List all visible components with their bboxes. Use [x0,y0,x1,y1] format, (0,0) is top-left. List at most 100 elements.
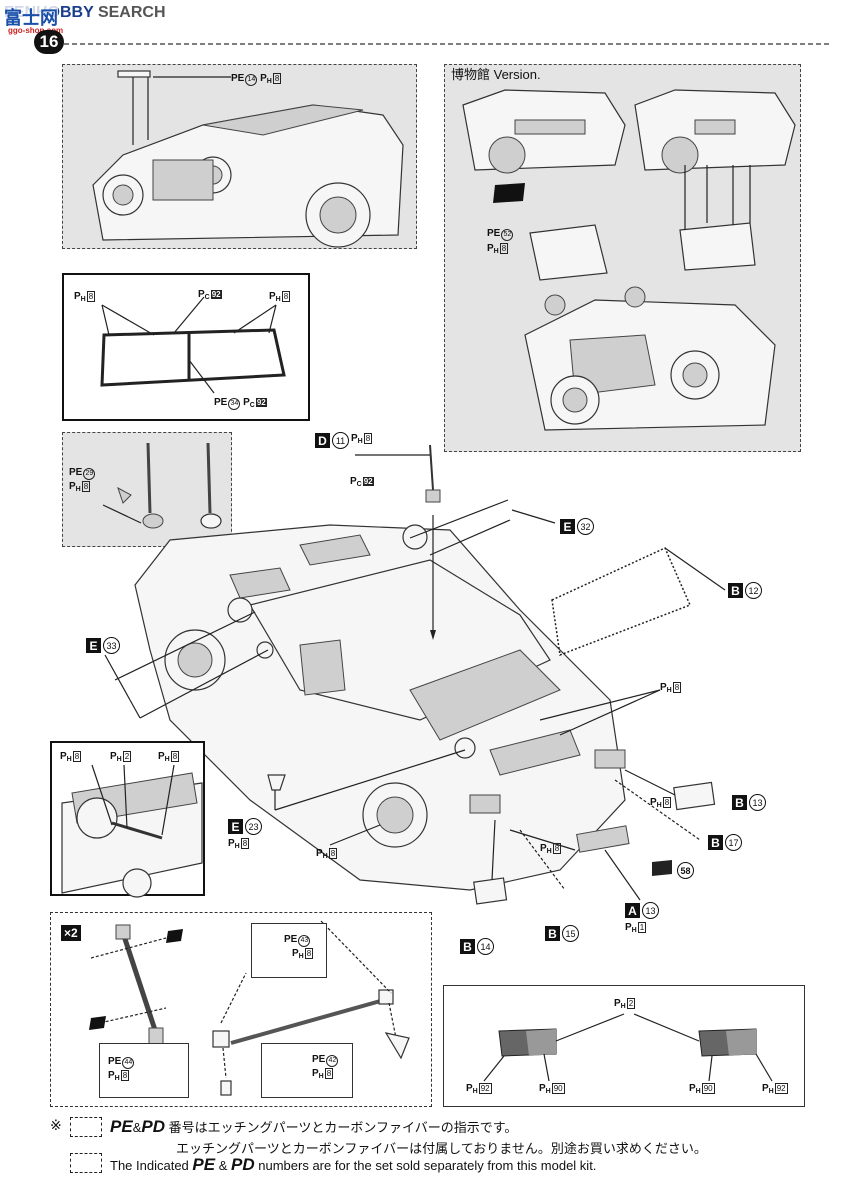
ph-num: 8 [170,751,180,762]
step-number-badge: 16 [34,30,64,54]
pc-num: 92 [210,290,222,299]
ph-text: PH [292,948,304,960]
ph-num: 90 [701,1083,715,1094]
mirror-illustration [61,764,203,898]
ph-num: 2 [122,751,132,762]
ph-num: 8 [552,843,562,854]
ph-num: 8 [281,291,291,302]
brand-logo-search: SEARCH [97,4,166,21]
pe-text: PE [284,934,298,945]
ph-text: PH [316,848,328,860]
footer-box-2 [70,1153,102,1173]
ph-num: 8 [662,797,672,808]
ph-text: PH [650,797,662,809]
part-num: 32 [577,518,594,535]
step-number: 16 [39,32,59,51]
footer-box-1 [70,1117,102,1137]
pe-text: PE [312,1054,326,1065]
pe-num: 42 [326,1055,339,1067]
ph-num: 8 [672,682,682,693]
part-num: 12 [745,582,762,599]
part-num: 11 [332,432,349,449]
ph-text: PH [312,1068,324,1080]
brand-logo-url: ggo-shop.com [8,26,64,35]
ph-text: PH [625,922,637,934]
part-d58: D58 [660,862,694,879]
ph-text: PH [108,1070,120,1082]
museum-illustration [462,89,796,431]
museum-title: 博物館 Version. [451,67,541,82]
ph-num: 2 [626,998,636,1009]
pc-text: PC [350,476,362,488]
ph-text: PH [158,751,170,763]
part-letter: D [315,433,330,448]
part-letter: B [728,583,743,598]
ph-text: PH [689,1083,701,1095]
pe-num: 52 [501,229,514,241]
pc-num: 92 [362,477,374,486]
ph-text: PH [540,843,552,855]
pe-text: PE [108,1056,122,1067]
antenna-illustration [102,442,222,529]
front-car-illustration [92,70,404,248]
ph-text: PH [74,291,86,303]
ph-num: 8 [81,481,91,492]
pe-text: PE [487,228,501,239]
pc-text: PC [243,397,255,409]
footer-line3: The Indicated PE & PD numbers are for th… [110,1155,596,1175]
pc-num: 92 [255,398,267,407]
ph-num: 8 [240,838,250,849]
ph-text: PH [614,998,626,1010]
part-num: 14 [477,938,494,955]
ph-text: PH [69,481,81,493]
pc-text: PC [198,289,210,301]
multiplier-badge: ×2 [61,925,81,941]
pd-big-2: PD [231,1155,255,1174]
footer-line1-text: 番号はエッチングパーツとカーボンファイバーの指示です。 [168,1120,518,1135]
footer-asterisk: ※ [50,1117,62,1133]
ph-num: 90 [551,1083,565,1094]
footer-line1: PE&PD 番号はエッチングパーツとカーボンファイバーの指示です。 [110,1117,517,1137]
pe-text: PE [214,397,228,408]
pe-num: 29 [83,468,96,480]
pe-num: 14 [245,74,258,86]
part-letter: E [86,638,101,653]
part-letter: B [545,926,560,941]
part-num: 15 [562,925,579,942]
windshield-illustration [100,296,286,394]
